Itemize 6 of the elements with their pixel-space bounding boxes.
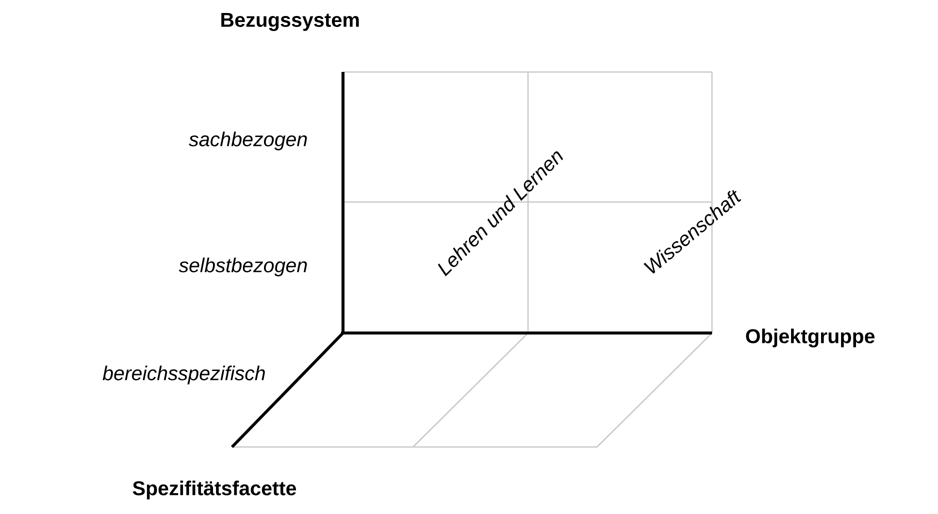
row-label: bereichsspezifisch: [102, 366, 265, 384]
axis-label: Spezifitätsfacette: [132, 480, 296, 500]
row-label: selbstbezogen: [178, 258, 307, 276]
axis-label: Objektgruppe: [746, 328, 875, 348]
row-label: sachbezogen: [188, 132, 307, 150]
axis-label: Bezugssystem: [221, 13, 359, 31]
